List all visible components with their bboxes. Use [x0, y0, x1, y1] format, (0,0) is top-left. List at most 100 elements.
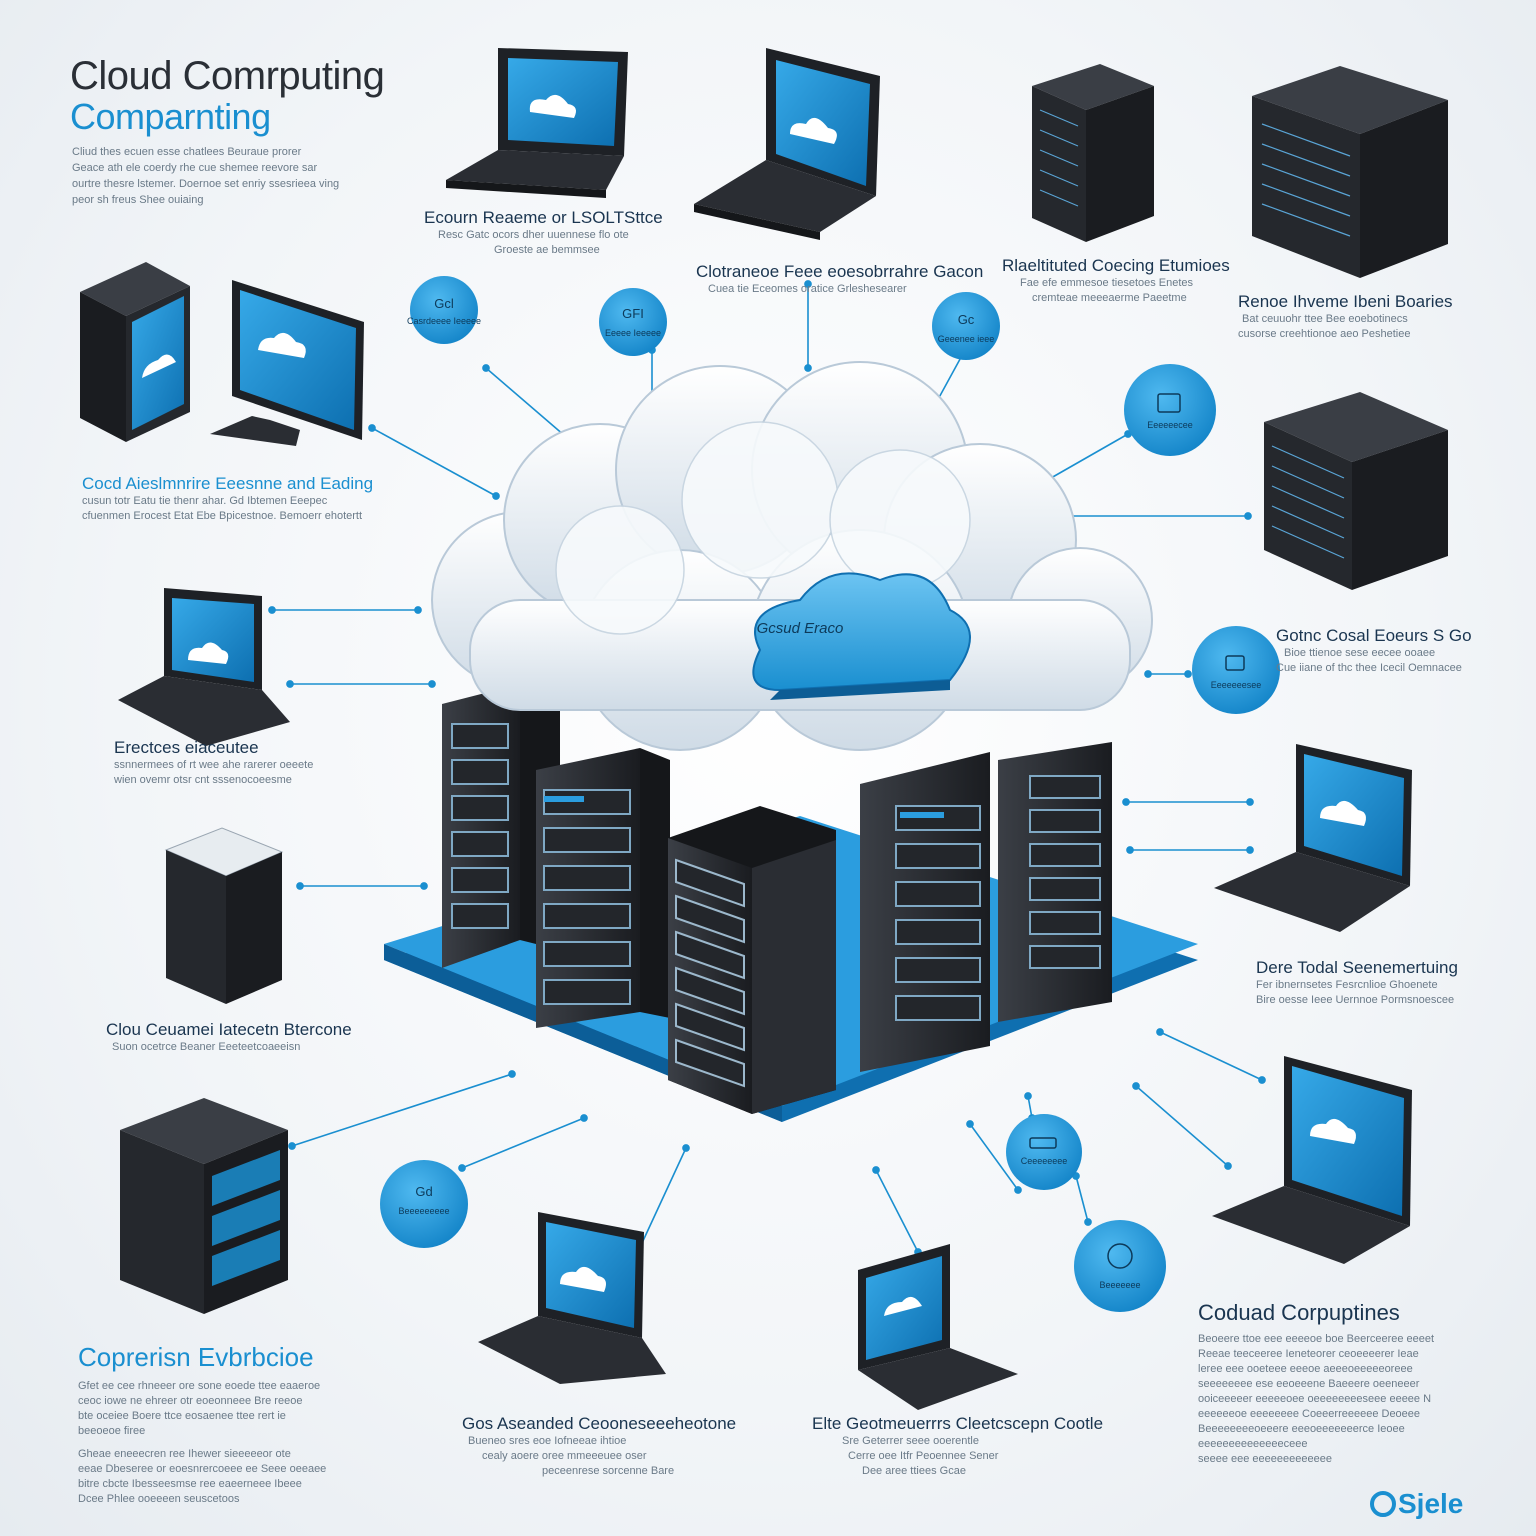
label-line: Bioe ttienoe sese eecee ooaee — [1284, 647, 1436, 659]
intro-text: Cliud thes ecuen esse chatlees Beuraue p… — [72, 144, 339, 208]
label-heading: Clotraneoe Feee eoesobrrahre Gacon — [696, 262, 984, 281]
section-heading: Coduad Corpuptines — [1198, 1300, 1400, 1325]
label-heading: Ecourn Reaeme or LSOLTSttce — [424, 208, 663, 227]
bubble-caption: Ceeeeeeee — [1020, 1156, 1068, 1166]
label-block: Clotraneoe Feee eoesobrrahre Gacon Cuea … — [696, 262, 983, 297]
feature-bubble-icon — [932, 292, 1000, 360]
section-line: ceoc iowe ne ehreer otr eoeonneee Bre re… — [78, 1395, 303, 1407]
label-line: Cerre oee Itfr Peoennee Sener — [848, 1450, 999, 1462]
intro-line: Cliud thes ecuen esse chatlees Beuraue p… — [72, 146, 302, 158]
label-line: cremteae meeeaerme Paeetme — [1032, 292, 1187, 304]
label-line: Bat ceuuohr ttee Bee eoebotinecs — [1242, 313, 1408, 325]
label-line: wien ovemr otsr cnt sssenocoeesme — [114, 774, 292, 786]
server-rack-icon — [668, 806, 836, 1114]
label-block: Ecourn Reaeme or LSOLTSttce Resc Gatc oc… — [424, 208, 663, 258]
label-line: peceenrese sorcenne Bare — [542, 1465, 675, 1477]
blue-cloud-icon — [752, 572, 971, 700]
section-line: Beeeeeeeeoeeere eeeoeeeeeeerce Ieoee — [1198, 1423, 1405, 1435]
section-line: eeeeeeoe eeeeeeee Coeeerreeeeee Deoeee — [1198, 1408, 1421, 1420]
server-tower-icon — [1252, 66, 1448, 278]
bubble-caption: Beeeeeeeee — [398, 1206, 450, 1216]
label-heading: Renoe Ihveme Ibeni Boaries — [1238, 292, 1453, 311]
label-block-large: Coprerisn Evbrbcioe Gfet ee cee rhneeer … — [78, 1342, 326, 1507]
section-line: seeeeeeee ese eeoeeene Baeeere oeeneeer — [1198, 1378, 1420, 1390]
label-line: Fae efe emmesoe tiesetoes Enetes — [1020, 277, 1194, 289]
intro-line: Geace ath ele coerdy rhe cue shemee reev… — [72, 162, 318, 174]
brand-name: Sjele — [1398, 1488, 1464, 1519]
label-block: Rlaeltituted Coecing Etumioes Fae efe em… — [1002, 256, 1230, 306]
section-line: Reeae teeceeree Ieneteorer ceoeeeerer Ie… — [1198, 1348, 1419, 1360]
section-line: beeoeoe firee — [78, 1425, 146, 1437]
feature-bubble-icon — [1124, 364, 1216, 456]
server-rack-icon — [998, 742, 1112, 1022]
label-line: Bire oesse Ieee Uernnoe Pormsnoescee — [1256, 994, 1455, 1006]
label-line: Sre Geterrer seee ooerentle — [842, 1435, 979, 1447]
feature-bubbles — [380, 276, 1280, 1312]
section-line: leree eee ooeteee eeeoe aeeeoeeeeeoreee — [1198, 1363, 1413, 1375]
laptop-icon — [118, 588, 290, 746]
bubble-icon-text: Gcl — [434, 296, 454, 311]
label-line: Cue iiane of thc thee Icecil Oemnacee — [1276, 662, 1462, 674]
label-line: Suon ocetrce Beaner Eeeteetcoaeeisn — [112, 1041, 301, 1053]
label-heading: Erectces eiaceutee — [114, 738, 259, 757]
laptop-icon — [478, 1212, 666, 1384]
label-heading: Elte Geotmeuerrrs Cleetcscepn Cootle — [812, 1414, 1104, 1433]
label-block: Gos Aseanded Ceooneseeeheotone Bueneo sr… — [462, 1414, 736, 1479]
server-rack-icon — [536, 748, 670, 1028]
server-rack-icon — [860, 752, 990, 1072]
central-cloud — [431, 361, 1153, 751]
connector-lines — [268, 280, 1266, 1260]
label-heading: Gos Aseanded Ceooneseeeheotone — [462, 1414, 737, 1433]
bubble-caption: Eeeeeecee — [1147, 420, 1193, 430]
label-line: Fer ibnernsetes Fesrcnlioe Ghoenete — [1256, 979, 1438, 991]
bubble-caption: Geeenee ieee — [937, 334, 995, 344]
feature-bubble-icon — [1074, 1220, 1166, 1312]
brand-logo: Sjele — [1370, 1488, 1463, 1520]
label-line: Dee aree ttiees Gcae — [862, 1465, 966, 1477]
section-line: Dcee Phlee ooeeeen seuscetoos — [78, 1493, 240, 1505]
laptop-icon — [1214, 744, 1412, 932]
intro-line: ourtre thesre lstemer. Doernoe set enriy… — [72, 178, 340, 190]
label-heading: Rlaeltituted Coecing Etumioes — [1002, 256, 1230, 275]
section-heading: Coprerisn Evbrbcioe — [78, 1342, 314, 1372]
bubble-icon-text: Gd — [415, 1184, 433, 1199]
bubble-caption: Casrdeeee Ieeeee — [406, 316, 482, 326]
label-block: Dere Todal Seenemertuing Fer ibnernsetes… — [1256, 958, 1458, 1008]
server-tower-icon — [120, 1098, 288, 1314]
label-line: cealy aoere oree mmeeeuee oser — [482, 1450, 647, 1462]
brand-circle-icon — [1370, 1491, 1396, 1517]
laptop-icon — [1212, 1056, 1412, 1264]
label-line: ssnnermees of rt wee ahe rarerer oeeete — [114, 759, 314, 771]
label-line: Resc Gatc ocors dher uuennese flo ote — [438, 229, 629, 241]
section-line: bte oceiee Boere ttce eosaenee ttee rert… — [78, 1410, 286, 1422]
label-line: cusorse creehtionoe aeo Peshetiee — [1238, 328, 1411, 340]
feature-bubble-icon — [1006, 1114, 1082, 1190]
label-heading: Dere Todal Seenemertuing — [1256, 958, 1458, 977]
bubble-caption: Eeeeeeesee — [1210, 680, 1262, 690]
section-line: seeee eee eeeeeeeeeeeee — [1198, 1453, 1332, 1465]
label-heading: Cocd Aieslmnrire Eeesnne and Eading — [82, 474, 374, 493]
section-line: ooiceeeeer eeeeeoee oeeeeeeeeseee eeeee … — [1198, 1393, 1432, 1405]
label-heading: Gotnc Cosal Eoeurs S Go — [1276, 626, 1472, 645]
label-line: Bueneo sres eoe Iofneeae ihtioe — [468, 1435, 627, 1447]
server-tower-icon — [164, 827, 284, 1004]
laptop-icon — [446, 48, 628, 198]
label-line: cfuenmen Erocest Etat Ebe Bpicestnoe. Be… — [82, 510, 363, 522]
desktop-computer-icon — [80, 262, 364, 446]
laptop-icon — [694, 48, 880, 240]
label-block: Erectces eiaceutee ssnnermees of rt wee … — [114, 738, 313, 788]
section-line: Beoeere ttoe eee eeeeoe boe Beerceeree e… — [1198, 1333, 1435, 1345]
section-line: eeae Dbeseree or eoesnrercoeee ee Seee o… — [78, 1463, 327, 1475]
laptop-icon — [858, 1244, 1018, 1410]
label-line: Cuea tie Eceomes oratice Grleshesearer — [708, 283, 907, 295]
server-tower-icon — [1032, 64, 1154, 242]
label-block: Gotnc Cosal Eoeurs S Go Bioe ttienoe ses… — [1276, 626, 1472, 676]
label-block: Renoe Ihveme Ibeni Boaries Bat ceuuohr t… — [1238, 292, 1453, 342]
feature-bubble-icon — [410, 276, 478, 344]
page-title: Cloud Comrputing — [70, 54, 385, 98]
label-line: Groeste ae bemmsee — [494, 244, 600, 256]
bubble-icon-text: GFI — [622, 306, 644, 321]
server-racks — [442, 684, 1112, 1114]
feature-bubble-icon — [599, 288, 667, 356]
